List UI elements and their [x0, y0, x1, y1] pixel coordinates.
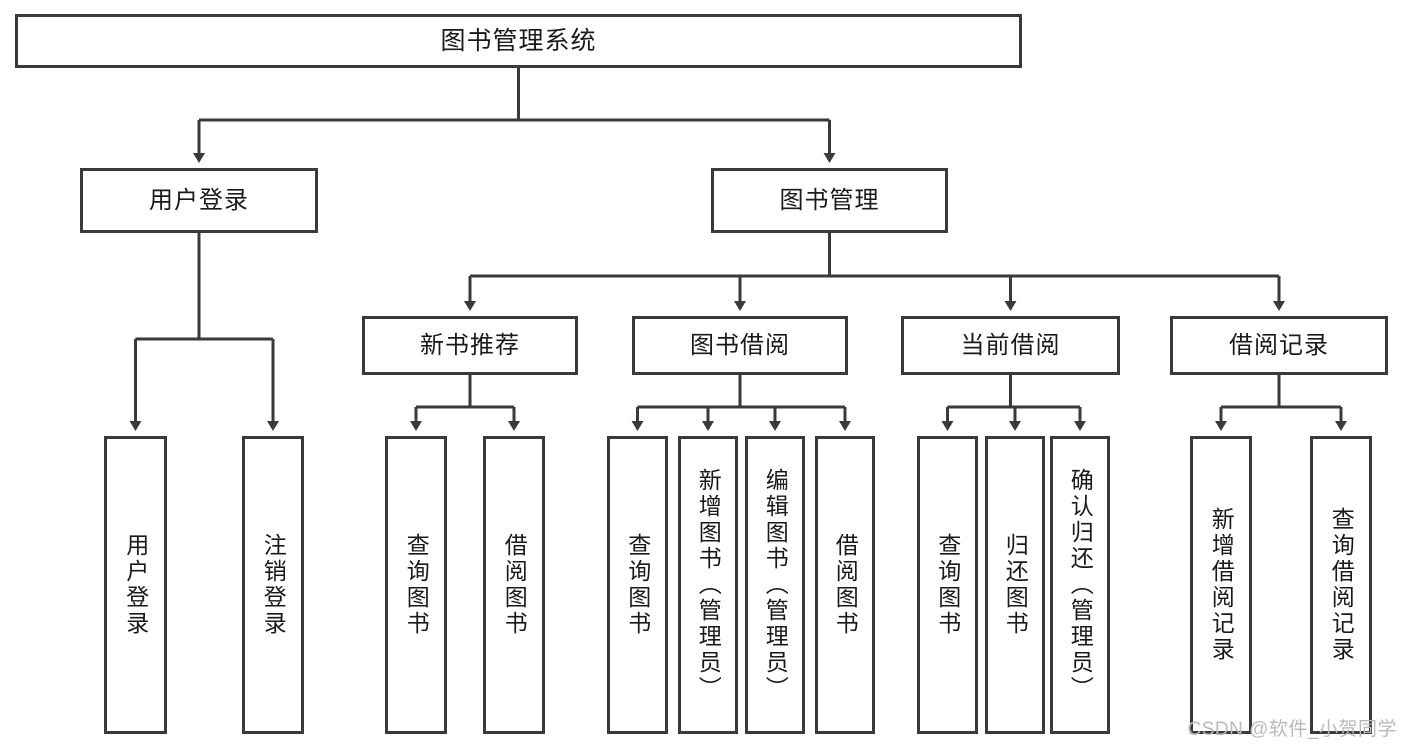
node-leaf-record-query-record[interactable]: 查询借阅记录 — [1310, 436, 1372, 734]
node-leaf-record-add-record[interactable]: 新增借阅记录 — [1190, 436, 1252, 734]
watermark-text: CSDN @软件_小贺同学 — [1187, 719, 1397, 740]
node-leaf-current-return-books[interactable]: 归还图书 — [985, 436, 1045, 734]
node-leaf-user-logout[interactable]: 注销登录 — [242, 436, 304, 734]
node-leaf-borrow-query-books[interactable]: 查询图书 — [607, 436, 668, 734]
node-leaf-newbook-borrow-books[interactable]: 借阅图书 — [483, 436, 545, 734]
node-user-login[interactable]: 用户登录 — [80, 168, 318, 233]
node-leaf-user-login[interactable]: 用户登录 — [104, 436, 167, 734]
node-new-book-recommend[interactable]: 新书推荐 — [362, 316, 578, 375]
node-book-management[interactable]: 图书管理 — [711, 168, 948, 233]
node-root-system[interactable]: 图书管理系统 — [15, 14, 1022, 68]
node-leaf-current-confirm-return-admin[interactable]: 确认归还（管理员） — [1050, 436, 1110, 734]
node-book-borrow[interactable]: 图书借阅 — [632, 316, 848, 375]
node-leaf-newbook-query-books[interactable]: 查询图书 — [385, 436, 447, 734]
node-borrow-record[interactable]: 借阅记录 — [1170, 316, 1388, 375]
node-current-borrow[interactable]: 当前借阅 — [901, 316, 1120, 375]
node-leaf-borrow-add-book-admin[interactable]: 新增图书（管理员） — [678, 436, 738, 734]
node-leaf-current-query-books[interactable]: 查询图书 — [917, 436, 978, 734]
node-leaf-borrow-borrow-books[interactable]: 借阅图书 — [815, 436, 875, 734]
node-leaf-borrow-edit-book-admin[interactable]: 编辑图书（管理员） — [745, 436, 805, 734]
